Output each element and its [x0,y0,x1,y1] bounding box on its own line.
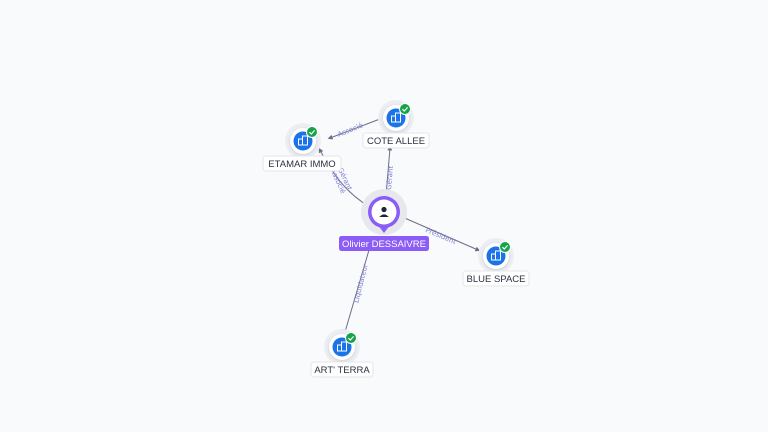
company-node-etamar-immo[interactable]: ETAMAR IMMO [262,123,342,172]
person-icon [379,206,389,217]
building-icon [337,341,347,352]
company-node-cote-allee[interactable]: COTE ALLEE [362,100,430,149]
verified-check-icon [399,103,411,115]
person-node-olivier-dessaivre[interactable]: Olivier DESSAIVRE [339,189,429,251]
company-label-etamar-immo: ETAMAR IMMO [268,159,335,170]
edge-label-liquidateur-art: Liquidateur [352,263,369,304]
edge-cote-etamar [327,118,381,140]
edge-label-gerant-cote: Gérant [385,165,395,190]
company-node-art-terra[interactable]: ART' TERRA [310,329,374,378]
edge-person-art [343,249,370,335]
verified-check-icon [345,332,357,344]
company-node-blue-space[interactable]: BLUE SPACE [462,238,530,287]
company-label-blue-space: BLUE SPACE [467,274,526,285]
person-label: Olivier DESSAIVRE [342,239,426,250]
company-label-art-terra: ART' TERRA [314,365,370,376]
building-icon [298,135,308,146]
edge-person-cote [385,145,393,197]
building-icon [491,250,501,261]
edge-label-president-blue: Président [424,226,457,246]
building-icon [391,112,401,123]
edge-label-associe-cote-etamar: Associé [336,121,364,138]
company-label-cote-allee: COTE ALLEE [367,136,425,147]
verified-check-icon [306,126,318,138]
verified-check-icon [499,241,511,253]
edge-person-blue [399,215,481,252]
